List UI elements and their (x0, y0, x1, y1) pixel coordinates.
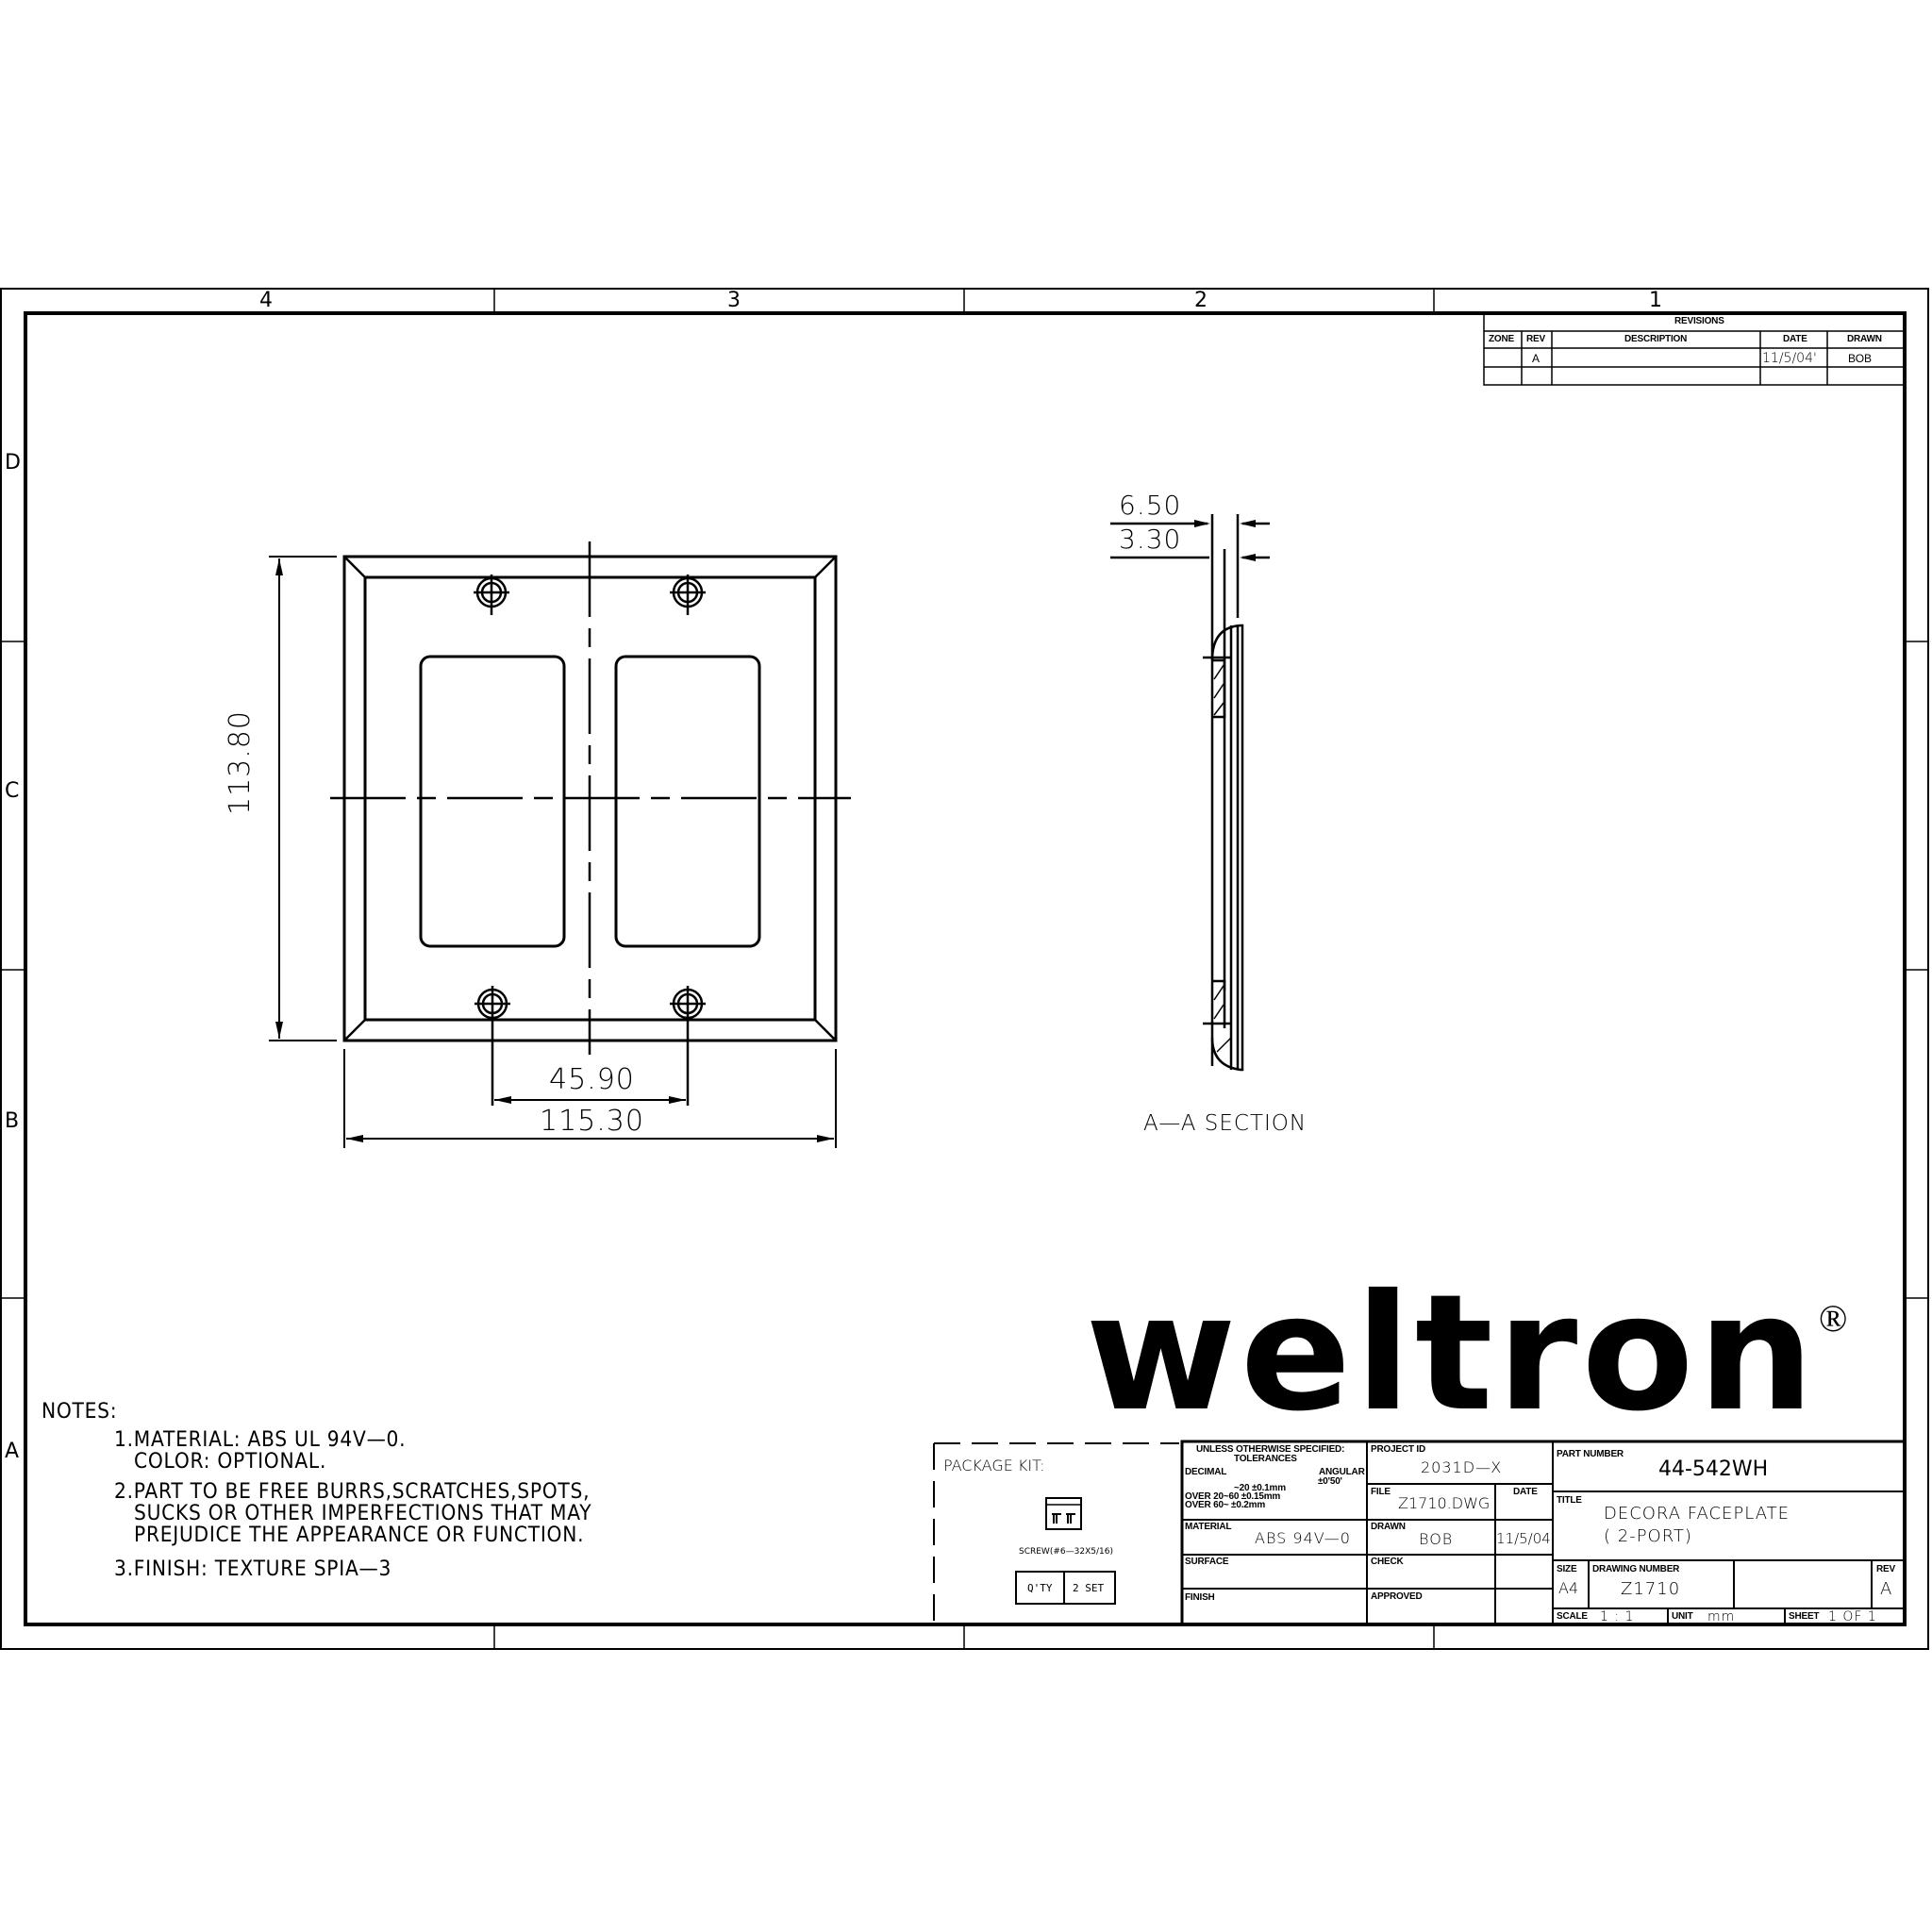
scale-value: 1 : 1 (1600, 1609, 1635, 1624)
rev-header-zone: ZONE (1489, 334, 1514, 344)
rev-label: REV (1876, 1564, 1895, 1574)
drawn-value: BOB (1419, 1530, 1454, 1548)
dim-hole-spacing: 45.90 (549, 1063, 635, 1096)
registered-mark-icon: ® (1819, 1297, 1848, 1340)
tolerance-angular-label: ANGULAR (1319, 1467, 1365, 1477)
screw-hole-bl (475, 986, 510, 1106)
tolerance-angular-value: ±0'50' (1318, 1476, 1342, 1487)
file-label: FILE (1371, 1487, 1391, 1497)
zone-label-B: B (5, 1109, 20, 1133)
rev-header-rev: REV (1526, 334, 1545, 344)
tolerance-heading: UNLESS OTHERWISE SPECIFIED: (1196, 1444, 1345, 1455)
section-view (1110, 514, 1270, 1072)
zone-label-1: 1 (1649, 289, 1662, 312)
screw-pack-icon (1052, 1513, 1075, 1524)
tolerance-line-2: OVER 20~60 ±0.15mm (1185, 1491, 1281, 1502)
unit-label: UNIT (1672, 1611, 1693, 1622)
tolerance-line-1: ~20 ±0.1mm (1234, 1483, 1286, 1493)
finish-label: FINISH (1185, 1592, 1215, 1603)
note-2-line-2: SUCKS OR OTHER IMPERFECTIONS THAT MAY (134, 1502, 592, 1525)
sheet-label: SHEET (1789, 1611, 1820, 1622)
material-label: MATERIAL (1185, 1522, 1232, 1532)
package-kit-qty-value: 2 SET (1073, 1582, 1105, 1594)
title-line-1: DECORA FACEPLATE (1604, 1504, 1790, 1524)
note-2-line-1: 2.PART TO BE FREE BURRS,SCRATCHES,SPOTS, (114, 1480, 591, 1504)
size-label: SIZE (1557, 1564, 1577, 1574)
size-value: A4 (1558, 1579, 1579, 1597)
notes-heading: NOTES: (42, 1400, 118, 1424)
zone-label-4: 4 (259, 289, 273, 312)
zone-label-C: C (5, 779, 20, 803)
weltron-logo: weltron (1085, 1260, 1819, 1447)
front-view (269, 541, 851, 1148)
drawing-number-label: DRAWING NUMBER (1592, 1564, 1680, 1574)
rev-header-date: DATE (1783, 334, 1807, 344)
screw-hole-tr (670, 575, 706, 615)
dim-width: 115.30 (540, 1105, 644, 1138)
decora-opening-right (614, 655, 761, 948)
material-value: ABS 94V—0 (1255, 1529, 1351, 1547)
title-block-lines (1180, 1440, 1907, 1626)
project-id-value: 2031D—X (1421, 1458, 1503, 1476)
package-kit-title: PACKAGE KIT: (943, 1457, 1045, 1474)
title-line-2: ( 2-PORT) (1604, 1526, 1692, 1546)
approved-label: APPROVED (1371, 1591, 1423, 1602)
rev-header-drawn: DRAWN (1847, 334, 1882, 344)
package-kit-qty-label: Q'TY (1027, 1582, 1053, 1594)
zone-label-A: A (5, 1440, 20, 1463)
rev-row-1-drawn: BOB (1848, 352, 1872, 365)
part-number-label: PART NUMBER (1557, 1449, 1624, 1459)
dim-section-inner: 3.30 (1119, 524, 1182, 555)
sheet-value: 1 OF 1 (1828, 1609, 1877, 1624)
screw-hole-br (670, 986, 706, 1106)
note-3-line-1: 3.FINISH: TEXTURE SPIA—3 (114, 1557, 392, 1581)
tolerance-line-3: OVER 60~ ±0.2mm (1185, 1500, 1266, 1510)
scale-label: SCALE (1557, 1611, 1588, 1622)
file-value: Z1710.DWG (1398, 1494, 1491, 1512)
part-number-value: 44-542WH (1658, 1457, 1769, 1481)
package-kit-box (933, 1442, 1179, 1624)
title-label: TITLE (1557, 1495, 1582, 1506)
revisions-title: REVISIONS (1674, 316, 1724, 326)
zone-label-2: 2 (1194, 289, 1208, 312)
check-label: CHECK (1371, 1557, 1404, 1567)
rev-row-1-date: 11/5/04' (1762, 351, 1817, 366)
surface-label: SURFACE (1185, 1557, 1229, 1567)
screw-hole-tl (474, 575, 509, 615)
decora-opening-left (419, 655, 566, 948)
note-1-line-1: 1.MATERIAL: ABS UL 94V—0. (114, 1428, 407, 1452)
note-1-line-2: COLOR: OPTIONAL. (134, 1450, 327, 1474)
package-kit-item: SCREW(#6—32X5/16) (1019, 1547, 1113, 1557)
dim-section-outer: 6.50 (1119, 490, 1182, 521)
zone-label-D: D (5, 451, 21, 475)
project-id-label: PROJECT ID (1371, 1444, 1426, 1455)
drawn-label: DRAWN (1371, 1522, 1406, 1532)
zone-label-3: 3 (727, 289, 741, 312)
rev-row-1-rev: A (1532, 352, 1540, 365)
section-label: A—A SECTION (1143, 1111, 1307, 1136)
rev-header-description: DESCRIPTION (1624, 334, 1688, 344)
date-label: DATE (1513, 1487, 1538, 1497)
drawn-date: 11/5/04' (1496, 1530, 1555, 1547)
revisions-table-lines (1483, 312, 1906, 386)
drawing-number-value: Z1710 (1621, 1579, 1681, 1599)
unit-value: mm (1707, 1609, 1736, 1624)
rev-value: A (1880, 1579, 1893, 1599)
dim-height: 113.80 (224, 710, 257, 815)
note-2-line-3: PREJUDICE THE APPEARANCE OR FUNCTION. (134, 1524, 585, 1547)
sheet-inner-border (24, 311, 1907, 1626)
tolerance-decimal-label: DECIMAL (1185, 1467, 1227, 1477)
tolerance-subheading: TOLERANCES (1234, 1454, 1297, 1464)
